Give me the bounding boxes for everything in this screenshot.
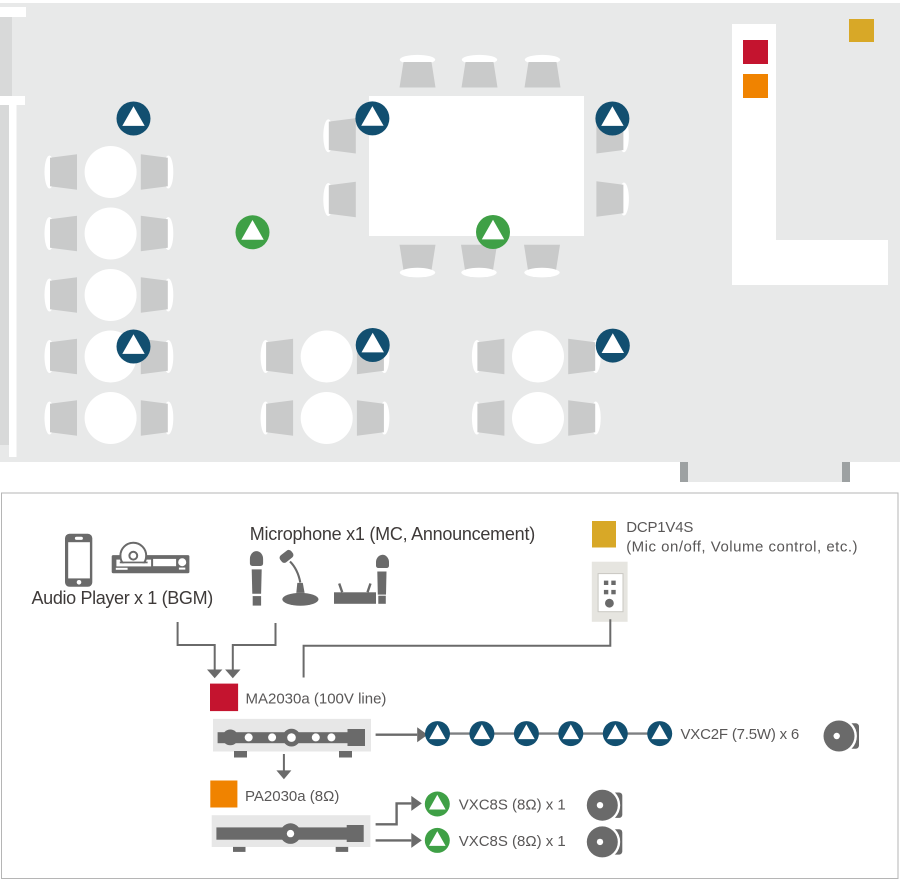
svg-text:VXC8S (8Ω) x 1: VXC8S (8Ω) x 1: [459, 833, 566, 850]
svg-text:VXC2F (7.5W) x 6: VXC2F (7.5W) x 6: [681, 726, 800, 743]
svg-text:(Mic on/off, Volume control, e: (Mic on/off, Volume control, etc.): [626, 539, 858, 556]
svg-text:Microphone x1 (MC, Announcemen: Microphone x1 (MC, Announcement): [250, 524, 535, 544]
svg-text:VXC8S (8Ω) x 1: VXC8S (8Ω) x 1: [459, 796, 566, 813]
svg-text:Audio Player x 1 (BGM): Audio Player x 1 (BGM): [32, 588, 213, 608]
svg-text:DCP1V4S: DCP1V4S: [626, 519, 693, 536]
svg-text:MA2030a (100V line): MA2030a (100V line): [246, 690, 387, 707]
svg-text:PA2030a (8Ω): PA2030a (8Ω): [245, 788, 339, 805]
